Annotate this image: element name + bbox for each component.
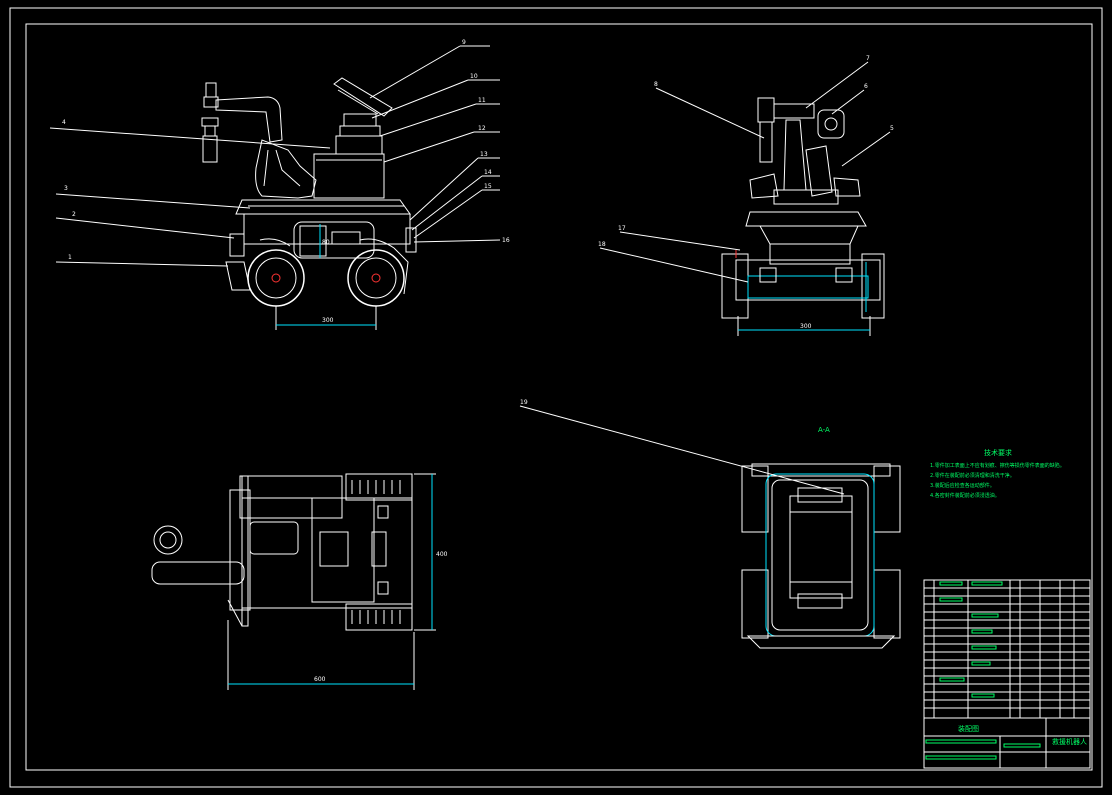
callout-label: 6 <box>864 83 868 90</box>
callout-label: 5 <box>890 125 894 132</box>
tech-req-line: 2.零件在装配前必须清理和清洗干净。 <box>930 472 1015 479</box>
title-block <box>923 579 1091 769</box>
tech-req-line: 1.零件加工表面上不应有划痕、擦伤等损伤零件表面的缺陷。 <box>930 462 1065 469</box>
callout-label: 9 <box>462 39 466 46</box>
dim-front-width: 300 <box>800 323 812 330</box>
callout-label: 18 <box>598 241 606 248</box>
section-label: A-A <box>818 426 830 434</box>
callout-label: 14 <box>484 169 492 176</box>
dim-top-length: 600 <box>314 676 326 683</box>
side-view <box>201 77 417 330</box>
side-view-leaders <box>49 45 501 267</box>
callout-label: 11 <box>478 97 486 104</box>
callout-label: 8 <box>654 81 658 88</box>
callout-label: 3 <box>64 185 68 192</box>
title-block-sub: 装配图 <box>958 724 979 733</box>
callout-label: 7 <box>866 55 870 62</box>
callout-label: 2 <box>72 211 76 218</box>
title-block-name: 救援机器人 <box>1052 737 1087 746</box>
callout-label: 16 <box>502 237 510 244</box>
tech-req-line: 4.各密封件装配前必须浸透油。 <box>930 492 1000 499</box>
callout-label: 15 <box>484 183 492 190</box>
tech-req-line: 3.装配后应检查各运动部件。 <box>930 482 995 489</box>
callout-label: 19 <box>520 399 528 406</box>
callout-label: 17 <box>618 225 626 232</box>
callout-label: 1 <box>68 254 72 261</box>
front-view-leaders <box>599 61 891 283</box>
inner-border <box>25 23 1093 771</box>
dim-top-width: 400 <box>436 551 448 558</box>
callout-label: 10 <box>470 73 478 80</box>
callout-label: 13 <box>480 151 488 158</box>
dimension-labels: 300 80 300 600 400 <box>314 239 812 683</box>
outer-border <box>9 7 1103 788</box>
dim-side-width: 300 <box>322 317 334 324</box>
top-view <box>151 473 436 690</box>
front-view <box>721 97 885 336</box>
dim-side-height: 80 <box>322 239 330 246</box>
section-view <box>519 405 901 649</box>
callout-label: 12 <box>478 125 486 132</box>
tech-req-title: 技术要求 <box>984 448 1012 457</box>
callout-labels: 9 10 11 12 4 13 14 15 16 3 2 1 7 8 6 5 1… <box>62 39 894 406</box>
callout-label: 4 <box>62 119 66 126</box>
technical-requirements: 技术要求 1.零件加工表面上不应有划痕、擦伤等损伤零件表面的缺陷。 2.零件在装… <box>930 448 1065 499</box>
